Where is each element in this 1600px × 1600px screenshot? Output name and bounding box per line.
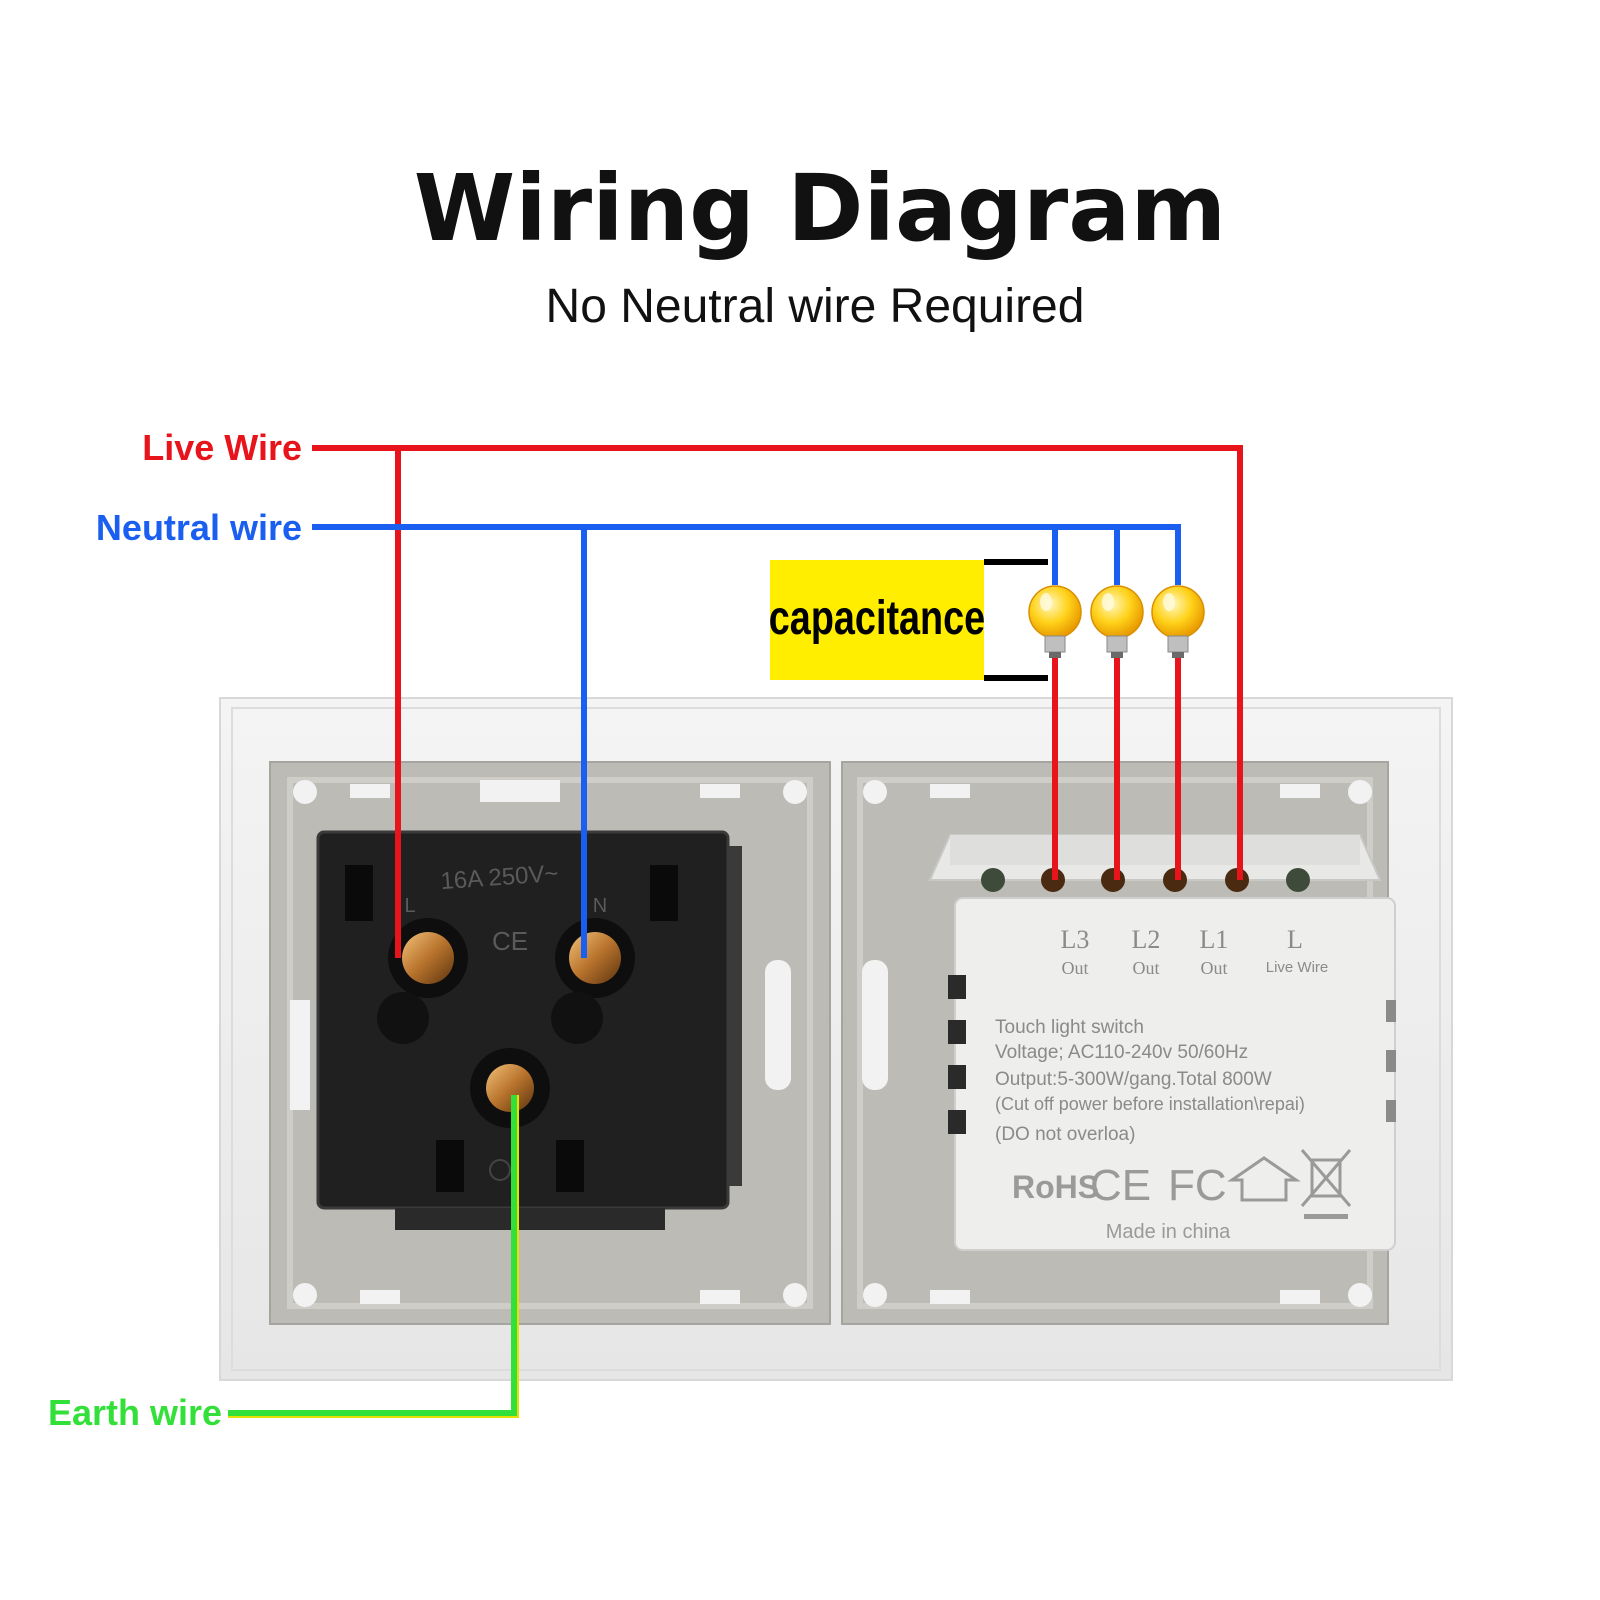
power-socket: 16A 250V~ L N CE — [316, 830, 742, 1230]
socket-earth-terminal — [470, 1048, 550, 1128]
terminal-screw — [981, 868, 1005, 892]
socket-slot — [556, 1140, 584, 1192]
terminal-sub-l1: Out — [1201, 958, 1228, 978]
made-in-label: Made in china — [1106, 1221, 1231, 1243]
live-wire — [312, 445, 1243, 880]
neutral-wire — [312, 524, 1181, 585]
neutral-wire-label: Neutral wire — [96, 507, 302, 548]
fc-mark: FC — [1168, 1161, 1227, 1210]
module-spec-line: (Cut off power before installation\repai… — [995, 1094, 1305, 1114]
terminal-label-l3: L3 — [1061, 925, 1090, 954]
live-wire-label: Live Wire — [142, 427, 302, 468]
terminal-sub-l3: Out — [1062, 958, 1089, 978]
home-icon — [1227, 1156, 1301, 1202]
earth-wire-stripe — [228, 1095, 519, 1418]
module-spec-line: Output:5-300W/gang.Total 800W — [995, 1069, 1272, 1090]
bulbs — [1028, 585, 1205, 658]
light-bulb-icon — [1028, 585, 1082, 658]
module-spec-line: Voltage; AC110-240v 50/60Hz — [995, 1042, 1248, 1063]
ce-mark: CE — [1090, 1161, 1151, 1210]
module-spec-line: Touch light switch — [995, 1017, 1144, 1038]
socket-ce-mark: CE — [492, 926, 528, 956]
terminal-sub-l2: Out — [1133, 958, 1160, 978]
socket-slot — [650, 865, 678, 921]
socket-slot — [436, 1140, 464, 1192]
rohs-mark: RoHS — [1012, 1169, 1099, 1205]
capacitance-label: capacitance — [769, 592, 985, 645]
terminal-screw — [1101, 868, 1125, 892]
capacitance-box: capacitance — [769, 559, 1048, 681]
light-bulb-icon — [1090, 585, 1144, 658]
socket-live-mark: L — [404, 895, 415, 917]
socket-slot — [345, 865, 373, 921]
weee-bin-icon — [1300, 1149, 1352, 1219]
module-spec-line: (DO not overloa) — [995, 1124, 1135, 1145]
socket-live-terminal — [377, 918, 468, 1044]
socket-neutral-mark: N — [593, 895, 607, 917]
page-title: Wiring Diagram — [414, 155, 1226, 262]
terminal-label-l2: L2 — [1132, 925, 1161, 954]
switch-module: L3 L2 L1 L Out Out Out Live Wire Touch l… — [928, 834, 1396, 1251]
earth-symbol-icon — [489, 1159, 511, 1181]
terminal-screw — [1286, 868, 1310, 892]
terminal-label-l: L — [1287, 925, 1303, 954]
page-subtitle: No Neutral wire Required — [546, 280, 1085, 333]
wires — [228, 445, 1243, 1418]
socket-neutral-terminal — [551, 918, 635, 1044]
terminal-sub-l: Live Wire — [1266, 959, 1329, 976]
terminal-label-l1: L1 — [1200, 925, 1229, 954]
light-bulb-icon — [1151, 585, 1205, 658]
earth-wire — [228, 1095, 517, 1416]
earth-wire-label: Earth wire — [48, 1392, 222, 1433]
